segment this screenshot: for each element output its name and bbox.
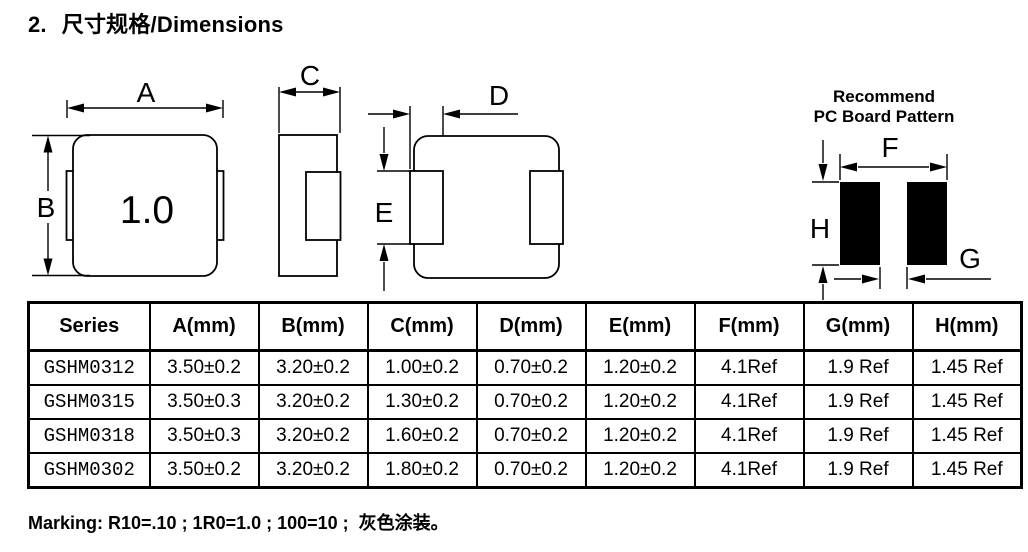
page-title: 2. 尺寸规格/Dimensions bbox=[28, 7, 284, 39]
table-cell: 1.20±0.2 bbox=[584, 452, 696, 489]
table-cell: 1.9 Ref bbox=[802, 384, 914, 420]
table-cell: 1.80±0.2 bbox=[366, 452, 478, 489]
dimensions-table: Series A(mm) B(mm) C(mm) D(mm) E(mm) F(m… bbox=[27, 301, 1023, 489]
table-cell: 0.70±0.2 bbox=[475, 349, 587, 386]
table-cell: 3.50±0.3 bbox=[148, 418, 260, 454]
table-cell: 4.1Ref bbox=[693, 418, 805, 454]
series-cell: GSHM0318 bbox=[27, 418, 151, 454]
table-cell: 4.1Ref bbox=[693, 452, 805, 489]
col-header-a: A(mm) bbox=[148, 301, 260, 352]
table-cell: 4.1Ref bbox=[693, 349, 805, 386]
table-cell: 3.20±0.2 bbox=[257, 349, 369, 386]
part-marking-text: 1.0 bbox=[120, 189, 174, 232]
table-cell: 1.20±0.2 bbox=[584, 349, 696, 386]
marking-note: Marking: R10=.10 ; 1R0=1.0 ; 100=10 ; 灰色… bbox=[28, 513, 449, 533]
table-cell: 3.50±0.2 bbox=[148, 349, 260, 386]
table-cell: 0.70±0.2 bbox=[475, 384, 587, 420]
table-cell: 1.45 Ref bbox=[911, 384, 1023, 420]
table-row: GSHM0302 3.50±0.2 3.20±0.2 1.80±0.2 0.70… bbox=[27, 452, 1023, 489]
pcb-pattern-title-line1: Recommend bbox=[833, 87, 935, 106]
dim-label-b: B bbox=[37, 192, 56, 223]
table-cell: 1.45 Ref bbox=[911, 349, 1023, 386]
table-cell: 3.20±0.2 bbox=[257, 452, 369, 489]
series-cell: GSHM0302 bbox=[27, 452, 151, 489]
table-cell: 4.1Ref bbox=[693, 384, 805, 420]
table-cell: 1.00±0.2 bbox=[366, 349, 478, 386]
table-row: GSHM0312 3.50±0.2 3.20±0.2 1.00±0.2 0.70… bbox=[27, 349, 1023, 386]
table-cell: 3.20±0.2 bbox=[257, 384, 369, 420]
table-row: GSHM0318 3.50±0.3 3.20±0.2 1.60±0.2 0.70… bbox=[27, 418, 1023, 454]
table-cell: 1.45 Ref bbox=[911, 452, 1023, 489]
table-cell: 1.20±0.2 bbox=[584, 418, 696, 454]
bottom-view-drawing: D E bbox=[368, 80, 564, 291]
dimensions-drawing-canvas: A 1.0 B C D bbox=[32, 60, 991, 300]
table-cell: 0.70±0.2 bbox=[475, 452, 587, 489]
table-cell: 3.50±0.3 bbox=[148, 384, 260, 420]
table-cell: 1.60±0.2 bbox=[366, 418, 478, 454]
col-header-h: H(mm) bbox=[911, 301, 1023, 352]
table-cell: 3.50±0.2 bbox=[148, 452, 260, 489]
col-header-b: B(mm) bbox=[257, 301, 369, 352]
col-header-series: Series bbox=[27, 301, 151, 352]
table-cell: 1.45 Ref bbox=[911, 418, 1023, 454]
col-header-d: D(mm) bbox=[475, 301, 587, 352]
section-title: 尺寸规格/Dimensions bbox=[61, 12, 284, 37]
dim-label-f: F bbox=[881, 132, 898, 163]
dim-label-a: A bbox=[137, 77, 156, 108]
col-header-f: F(mm) bbox=[693, 301, 805, 352]
table-cell: 1.9 Ref bbox=[802, 452, 914, 489]
table-cell: 3.20±0.2 bbox=[257, 418, 369, 454]
col-header-e: E(mm) bbox=[584, 301, 696, 352]
table-row: GSHM0315 3.50±0.3 3.20±0.2 1.30±0.2 0.70… bbox=[27, 384, 1023, 420]
table-cell: 1.20±0.2 bbox=[584, 384, 696, 420]
col-header-c: C(mm) bbox=[366, 301, 478, 352]
dim-label-d: D bbox=[489, 80, 509, 111]
dim-label-c: C bbox=[300, 60, 320, 91]
side-view-drawing: C bbox=[278, 60, 342, 277]
table-header-row: Series A(mm) B(mm) C(mm) D(mm) E(mm) F(m… bbox=[27, 301, 1023, 352]
pcb-pattern-drawing: Recommend PC Board Pattern F H G bbox=[810, 87, 991, 300]
series-cell: GSHM0315 bbox=[27, 384, 151, 420]
dim-label-e: E bbox=[375, 197, 394, 228]
col-header-g: G(mm) bbox=[802, 301, 914, 352]
series-cell: GSHM0312 bbox=[27, 349, 151, 386]
top-view-drawing: A 1.0 B bbox=[32, 77, 225, 277]
table-cell: 0.70±0.2 bbox=[475, 418, 587, 454]
dim-label-g: G bbox=[959, 243, 981, 274]
table-cell: 1.9 Ref bbox=[802, 349, 914, 386]
pcb-pad-left bbox=[840, 182, 880, 265]
section-number: 2. bbox=[28, 12, 47, 37]
pcb-pattern-title-line2: PC Board Pattern bbox=[814, 107, 955, 126]
dim-label-h: H bbox=[810, 213, 830, 244]
table-cell: 1.9 Ref bbox=[802, 418, 914, 454]
pcb-pad-right bbox=[907, 182, 947, 265]
table-cell: 1.30±0.2 bbox=[366, 384, 478, 420]
